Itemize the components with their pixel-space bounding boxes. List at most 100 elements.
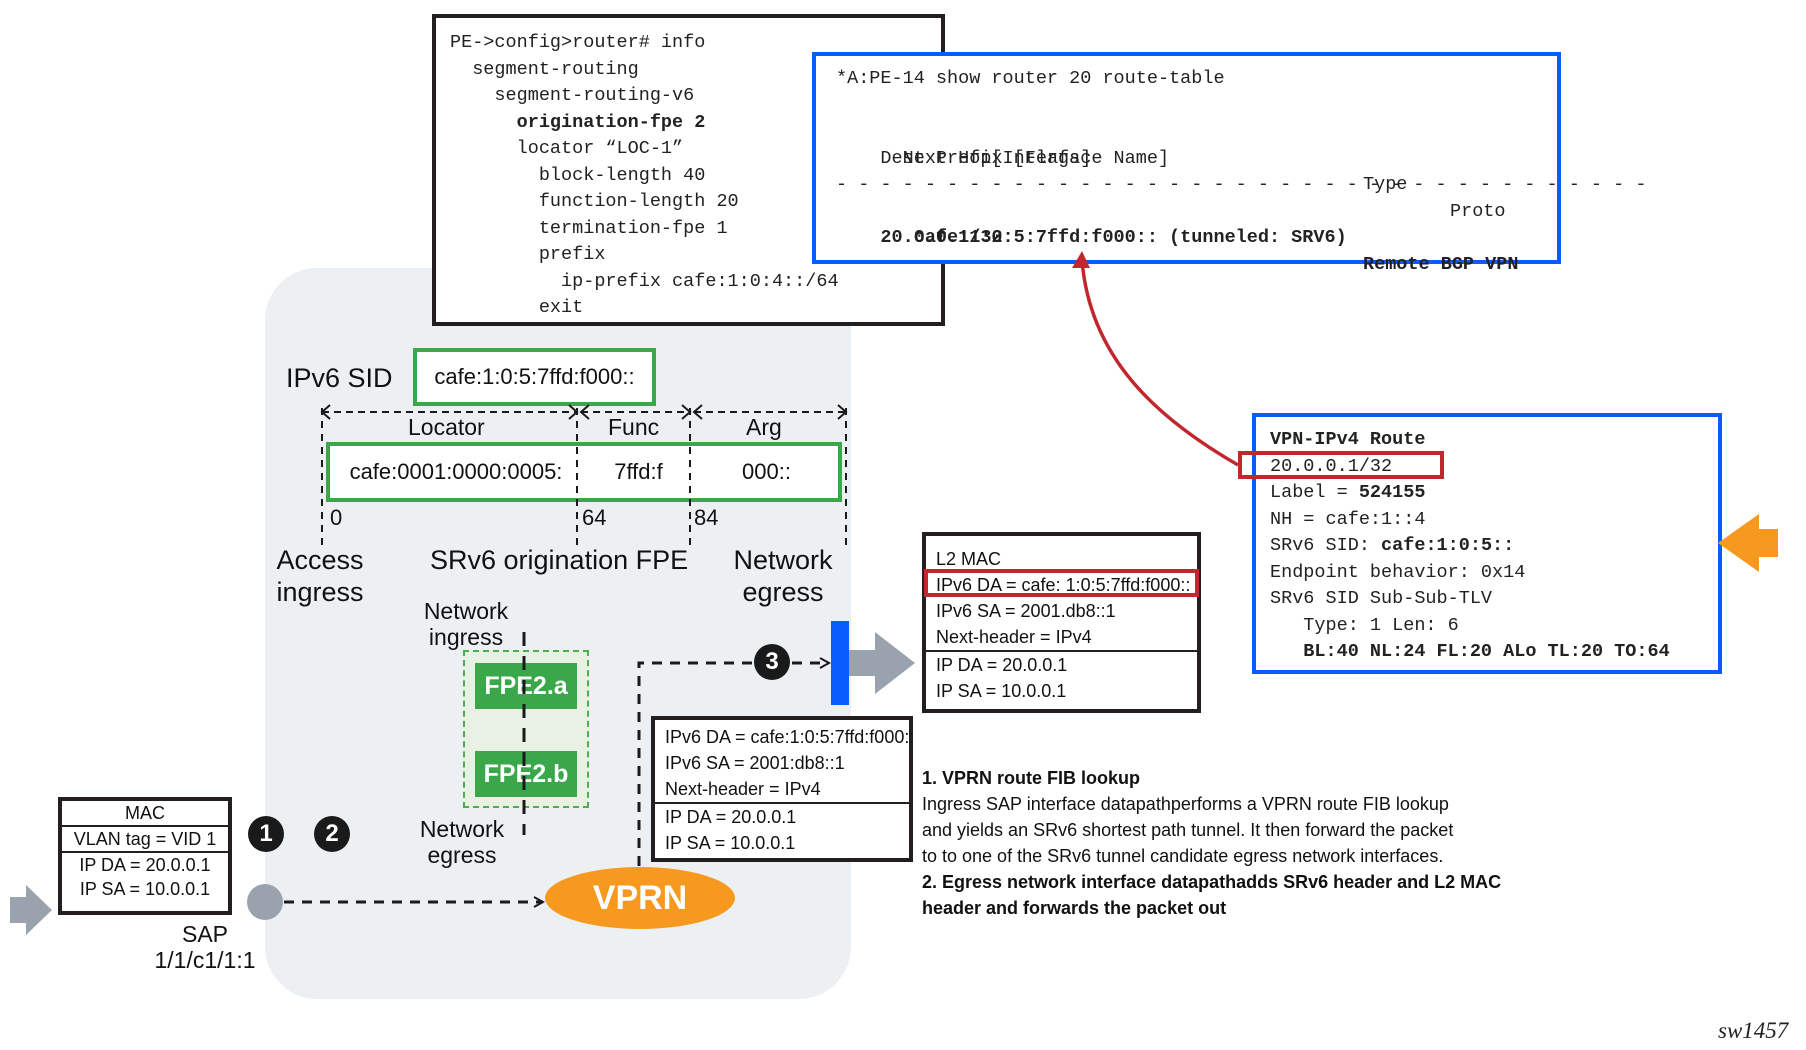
route-table-box: *A:PE-14 show router 20 route-table Dest… <box>812 52 1647 275</box>
fpe2b-box[interactable]: FPE2.b <box>475 751 577 797</box>
sap-text: SAP <box>181 921 229 947</box>
route-next-hop: cafe:1:0:5:7ffd:f000:: (tunneled: SRV6) <box>836 227 1347 248</box>
stage-text: Network <box>733 545 833 575</box>
packet-field: Next-header = IPv4 <box>936 627 1092 647</box>
fpe2b-label: FPE2.b <box>483 759 569 788</box>
ipv6-sid-value: cafe:1:0:5:7ffd:f000:: <box>434 364 635 389</box>
vpn-route-structure: BL:40 NL:24 FL:20 ALo TL:20 TO:64 <box>1270 641 1670 662</box>
packet-field: IPv6 DA = cafe:1:0:5:7ffd:f000:: <box>665 727 915 747</box>
vpn-route-type-len: Type: 1 Len: 6 <box>1270 614 1459 636</box>
stage-text: ingress <box>276 577 364 607</box>
note-step1-title: 1. VPRN route FIB lookup <box>922 768 1141 788</box>
sap-label: SAP 1/1/c1/1:1 <box>150 921 260 973</box>
fpe-network-egress-label: Network egress <box>412 816 512 868</box>
packet-field: IPv6 SA = 2001.db8::1 <box>936 601 1116 621</box>
step-3-marker: 3 <box>754 644 790 680</box>
packet-field: IP SA = 10.0.0.1 <box>665 833 796 853</box>
packet-field: IP SA = 10.0.0.1 <box>79 879 211 899</box>
locator-label: Locator <box>408 414 485 440</box>
sid-structure-box: cafe:0001:0000:0005: 7ffd:f 000:: <box>326 442 842 502</box>
sid-value: cafe:1:0:5:: <box>1381 535 1515 556</box>
label-text: egress <box>427 842 497 868</box>
label-value: 524155 <box>1358 482 1426 503</box>
bit-offset-0: 0 <box>330 505 343 530</box>
stage-text: Access <box>276 545 364 575</box>
packet-field: L2 MAC <box>936 549 1002 569</box>
vpn-route-nh: NH = cafe:1::4 <box>1270 508 1426 530</box>
bit-offset-84: 84 <box>694 505 719 530</box>
vpn-route-subtlv: SRv6 SID Sub-Sub-TLV <box>1270 588 1493 609</box>
bgp-update-arrow-icon <box>1718 514 1778 572</box>
ipv6-sid-value-box: cafe:1:0:5:7ffd:f000:: <box>413 348 656 406</box>
config-line: locator “LOC-1” <box>450 138 684 159</box>
ipv6-sid-label: IPv6 SID <box>286 363 393 393</box>
stage-network-egress: Network egress <box>728 544 838 608</box>
vpn-route-endpoint: Endpoint behavior: 0x14 <box>1270 561 1526 583</box>
packet-field: IP SA = 10.0.0.1 <box>936 681 1067 701</box>
vpn-route-title: VPN-IPv4 Route <box>1270 429 1426 450</box>
arg-value: 000:: <box>742 459 791 484</box>
egress-packet-box: L2 MAC IPv6 DA = cafe: 1:0:5:7ffd:f000::… <box>922 532 1201 713</box>
label-text: Network <box>423 598 509 624</box>
figure-id: sw1457 <box>1718 1018 1789 1043</box>
route-prefix: 20.0.0.1/32 <box>880 227 1003 248</box>
config-line: segment-routing-v6 <box>450 85 695 106</box>
packet-field: MAC <box>125 803 165 823</box>
label-text: ingress <box>428 624 504 650</box>
config-line: termination-fpe 1 <box>450 217 728 239</box>
note-step2-title: header and forwards the packet out <box>922 898 1227 918</box>
stage-text: egress <box>742 577 824 607</box>
label-key: Label = <box>1270 482 1359 503</box>
packet-field: IPv6 DA = cafe: 1:0:5:7ffd:f000:: <box>936 575 1191 595</box>
fpe2a-label: FPE2.a <box>484 671 568 700</box>
header-type: Type <box>1363 174 1408 195</box>
ipv6-da-highlight-box <box>924 569 1199 597</box>
step-1-marker: 1 <box>248 816 284 852</box>
config-line: exit <box>450 297 584 318</box>
packet-field: IP DA = 20.0.0.1 <box>926 650 1197 678</box>
fpe-network-ingress-label: Network ingress <box>416 598 516 650</box>
config-line: ip-prefix cafe:1:0:4::/64 <box>450 270 839 292</box>
header-dest-prefix: Dest Prefix [Flags] <box>880 147 1092 169</box>
fpe2a-box[interactable]: FPE2.a <box>475 663 577 709</box>
arg-label: Arg <box>746 414 782 440</box>
sap-port-icon[interactable] <box>247 884 283 920</box>
route-table-header: Dest Prefix [Flags] Type Proto <box>836 119 1557 222</box>
packet-field: VLAN tag = VID 1 <box>62 825 228 851</box>
egress-arrow-icon <box>849 632 915 694</box>
sap-id: 1/1/c1/1:1 <box>154 947 256 973</box>
vpn-ipv4-route-box: VPN-IPv4 Route 20.0.0.1/32 Label = 52415… <box>1252 413 1722 674</box>
step-2-marker: 2 <box>314 816 350 852</box>
bit-offset-64: 64 <box>582 505 607 530</box>
config-line: origination-fpe 2 <box>450 111 706 133</box>
route-row: 20.0.0.1/32 Remote BGP VPN <box>836 199 1557 275</box>
note-step1-body: Ingress SAP interface datapathperforms a… <box>922 794 1449 814</box>
ingress-arrow-icon <box>10 885 52 935</box>
blank-line <box>836 93 1557 120</box>
prefix-lookup-curve <box>1080 259 1239 467</box>
config-line: function-length 20 <box>450 191 739 212</box>
config-line: block-length 40 <box>450 164 706 186</box>
header-proto: Proto <box>1450 200 1506 222</box>
srv6-packet-box: IPv6 DA = cafe:1:0:5:7ffd:f000:: IPv6 SA… <box>651 716 915 862</box>
vprn-label: VPRN <box>592 878 688 917</box>
func-label: Func <box>608 414 660 440</box>
sid-key: SRv6 SID: <box>1270 535 1382 556</box>
note-step1-body: to to one of the SRv6 tunnel candidate e… <box>922 846 1444 866</box>
stage-origination-fpe: SRv6 origination FPE <box>430 545 689 575</box>
func-value: 7ffd:f <box>614 459 663 484</box>
vpn-route-prefix: 20.0.0.1/32 <box>1270 455 1393 477</box>
vprn-service[interactable]: VPRN <box>545 867 735 929</box>
packet-field: IP DA = 20.0.0.1 <box>655 802 909 830</box>
vpn-route-sid: SRv6 SID: cafe:1:0:5:: <box>1270 533 1718 560</box>
label-text: Network <box>419 816 505 842</box>
config-line: PE->config>router# info <box>450 32 706 53</box>
notes: 1. VPRN route FIB lookup Ingress SAP int… <box>922 765 1522 921</box>
header-next-hop: Next Hop[Interface Name] <box>836 147 1170 169</box>
prefix-highlight-box <box>1238 451 1444 479</box>
route-type-proto: Remote BGP VPN <box>1363 253 1519 275</box>
route-table-command: *A:PE-14 show router 20 route-table <box>836 68 1225 89</box>
route-table-separator: - - - - - - - - - - - - - - - - - - - - … <box>836 174 1647 195</box>
packet-field: IP DA = 20.0.0.1 <box>62 851 228 877</box>
ingress-packet-box: MAC VLAN tag = VID 1 IP DA = 20.0.0.1 IP… <box>58 797 232 915</box>
